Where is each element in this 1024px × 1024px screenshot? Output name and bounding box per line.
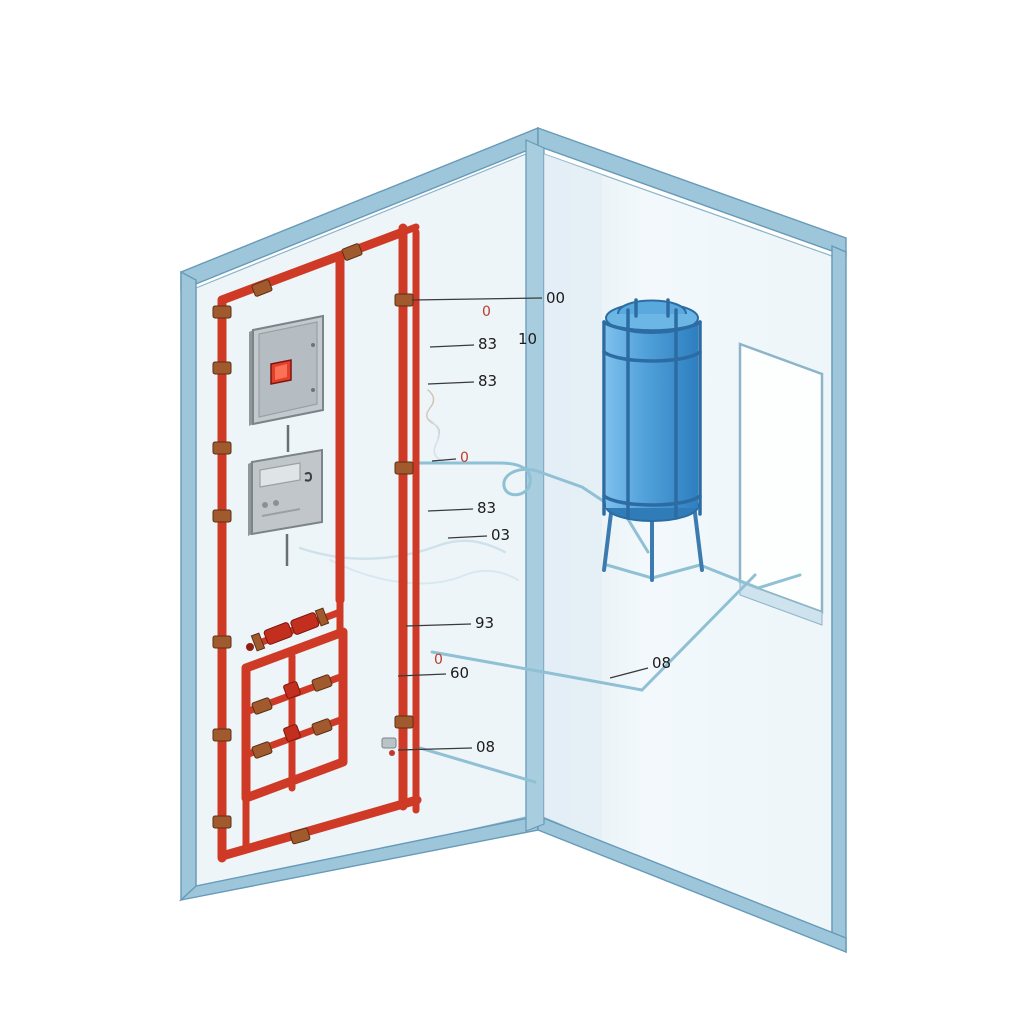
right-wall-edge-band	[831, 244, 847, 954]
valve-body	[290, 612, 320, 635]
pipe-clamp	[381, 737, 397, 749]
panel-button	[273, 500, 279, 506]
valve-flange	[250, 632, 266, 652]
callout-label: 00	[546, 289, 565, 307]
coupling	[394, 293, 414, 307]
control-panels	[248, 314, 324, 566]
coupling	[212, 305, 232, 319]
leader-line	[411, 297, 543, 301]
cross-fitting	[283, 681, 301, 699]
callout-label: 08	[652, 654, 671, 672]
leader-line	[429, 344, 475, 348]
coupling	[212, 815, 232, 829]
callout-label: 08	[476, 738, 495, 756]
tank-cage	[602, 298, 702, 520]
leader-line	[397, 747, 473, 751]
pipe-fittings	[212, 243, 414, 845]
red-twin-top-link	[399, 223, 420, 236]
panel-display	[259, 462, 301, 488]
callout-label: 83	[478, 372, 497, 390]
panel-face	[251, 448, 323, 536]
coupling	[341, 243, 363, 261]
coupling	[394, 715, 414, 729]
callout-label: 60	[450, 664, 469, 682]
blue-pipe-bottom-run	[418, 746, 537, 784]
leader-line	[447, 535, 488, 539]
left-wall-edge-band	[180, 270, 197, 902]
coupling	[251, 741, 273, 759]
blue-pipe-diagonal-right	[640, 573, 757, 692]
tank-leg-right	[692, 503, 704, 572]
coupling	[212, 441, 232, 455]
callout-label: 83	[477, 499, 496, 517]
blue-pipe-loop-to-tank	[418, 461, 650, 554]
blue-pipe-diagonal-left	[430, 650, 644, 692]
panel-screw	[311, 343, 315, 347]
faint-pipe-hint-3	[429, 419, 445, 463]
callout-label: 0	[482, 304, 491, 320]
coupling	[311, 718, 333, 736]
callout-label: 0	[434, 652, 443, 668]
panel-vent-slot	[261, 508, 301, 517]
wall-corner-band	[525, 139, 545, 832]
coupling	[251, 279, 273, 297]
cross-fitting	[283, 724, 301, 742]
leader-line	[427, 508, 474, 512]
coupling	[311, 674, 333, 692]
coupling	[212, 728, 232, 742]
valve-body	[263, 622, 293, 645]
callout-label: 03	[491, 526, 510, 544]
valve-flange	[314, 607, 330, 627]
storage-tank	[602, 298, 704, 582]
control-panel-upper	[249, 314, 324, 426]
callout-label: 10	[518, 330, 537, 348]
coupling	[212, 635, 232, 649]
coupling	[212, 361, 232, 375]
clamp-dot	[389, 750, 395, 756]
tank-leg-left	[602, 503, 614, 572]
window-pane	[738, 342, 824, 614]
coupling	[394, 461, 414, 475]
window	[738, 342, 824, 626]
control-panel-lower	[248, 448, 323, 536]
callout-label: 93	[475, 614, 494, 632]
leader-line	[431, 458, 457, 462]
panel-screw	[311, 388, 315, 392]
panel-mark	[304, 472, 313, 482]
leader-line	[397, 673, 447, 677]
red-bottom-run	[217, 795, 422, 861]
faint-pipe-hint-2	[329, 559, 519, 585]
indicator-glow	[275, 364, 287, 380]
leader-line	[609, 667, 649, 679]
tank-body	[606, 318, 698, 508]
panel-button	[262, 502, 268, 508]
valve-cap	[246, 643, 254, 651]
coupling	[251, 697, 273, 715]
callouts: 00 0 83 10 83 0 83 03 93 0 60 08 08	[397, 289, 671, 756]
coupling	[212, 509, 232, 523]
coupling	[289, 827, 311, 845]
leader-line	[427, 381, 475, 385]
leader-line	[405, 623, 472, 627]
callout-label: 83	[478, 335, 497, 353]
corner-shadow	[544, 154, 602, 840]
callout-label: 0	[460, 450, 469, 466]
